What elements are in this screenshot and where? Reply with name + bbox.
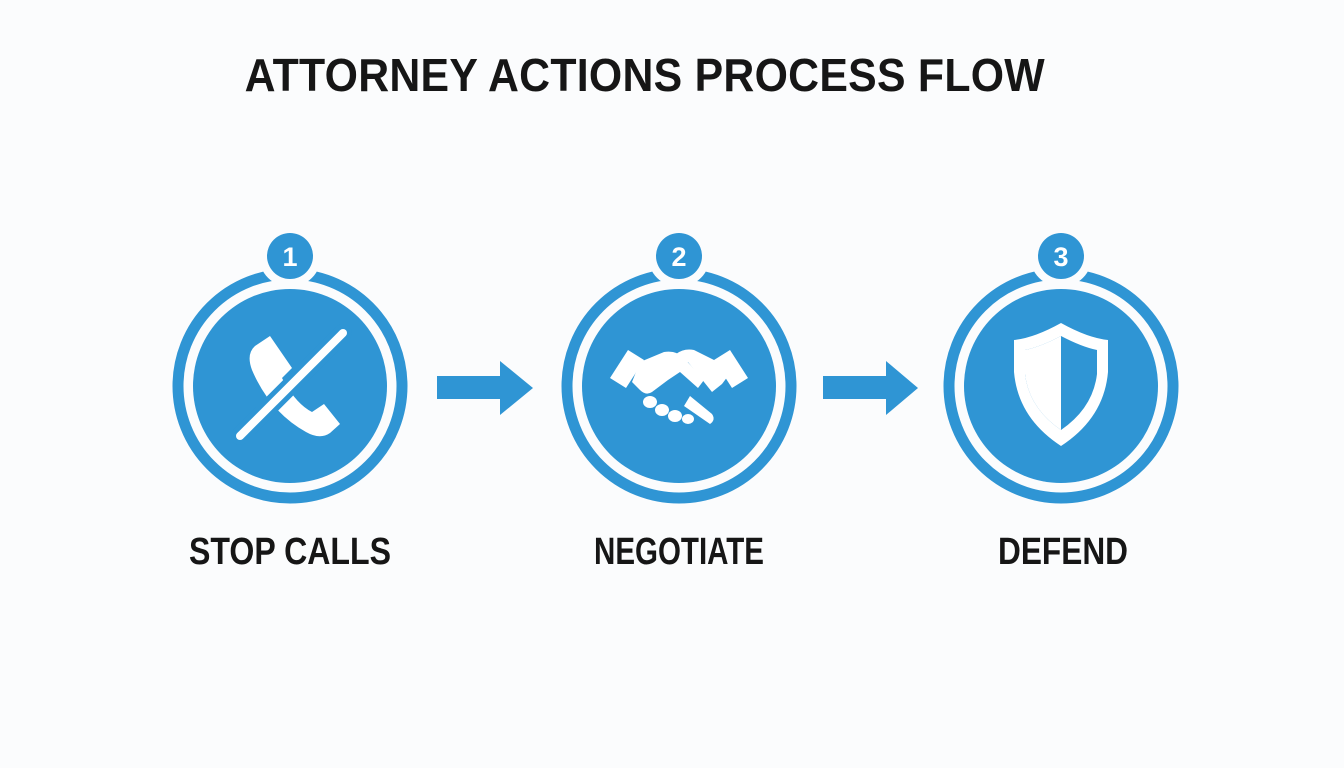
step-3-badge: 3 [1030,225,1092,287]
step-3-number: 3 [1053,242,1068,272]
step-1-label: STOP CALLS [189,531,391,573]
step-2-badge: 2 [648,225,710,287]
step-1: 1 STOP CALLS [172,225,408,573]
step-1-badge: 1 [259,225,321,287]
arrow-1-to-2 [437,361,533,415]
no-phone-icon [231,324,352,445]
step-1-number: 1 [282,242,297,272]
step-2-inner-disc [582,289,776,483]
step-2: 2 NEGOTIATE [561,225,797,573]
step-3: 3 DEFEND [943,225,1179,573]
step-2-number: 2 [671,242,686,272]
shield-icon [1014,323,1108,446]
handshake-icon [610,349,748,424]
page-title: ATTORNEY ACTIONS PROCESS FLOW [244,49,1045,101]
step-2-label: NEGOTIATE [594,531,764,573]
step-3-label: DEFEND [998,531,1128,573]
arrow-2-to-3 [823,361,918,415]
